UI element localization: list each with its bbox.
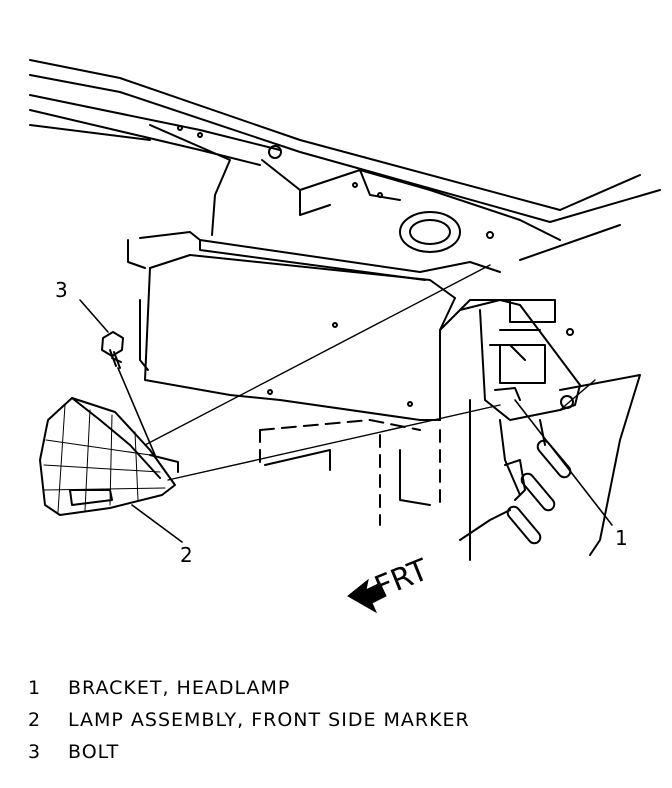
- legend-item-label: BOLT: [68, 741, 120, 763]
- callout-number-3: 3: [55, 278, 68, 302]
- parts-legend: 1 BRACKET, HEADLAMP 2 LAMP ASSEMBLY, FRO…: [28, 672, 648, 768]
- exploded-view-illustration: 1 2 3 FRT: [29, 59, 661, 614]
- upper-body-structure: [29, 59, 661, 261]
- legend-item-number: 1: [28, 677, 42, 699]
- callout-number-1: 1: [615, 526, 628, 550]
- callout-number-2: 2: [180, 543, 193, 567]
- front-direction-label: FRT: [370, 552, 434, 605]
- legend-item: 1 BRACKET, HEADLAMP: [28, 672, 648, 704]
- front-arrow-icon: [347, 578, 387, 614]
- legend-item: 3 BOLT: [28, 736, 648, 768]
- front-direction-indicator: FRT: [347, 552, 434, 614]
- front-side-marker-lamp: [39, 397, 179, 516]
- assembly-lines: [144, 264, 596, 481]
- legend-item-label: LAMP ASSEMBLY, FRONT SIDE MARKER: [68, 709, 470, 731]
- bolt: [101, 331, 124, 369]
- legend-item: 2 LAMP ASSEMBLY, FRONT SIDE MARKER: [28, 704, 648, 736]
- callout-leaders: [79, 299, 613, 543]
- headlamp-bracket: [459, 299, 581, 421]
- inner-apron: [259, 419, 441, 526]
- legend-item-number: 3: [28, 741, 42, 763]
- headlamp-assembly: [127, 231, 521, 421]
- legend-item-number: 2: [28, 709, 42, 731]
- legend-item-label: BRACKET, HEADLAMP: [68, 677, 291, 699]
- fender-panel: [459, 374, 641, 561]
